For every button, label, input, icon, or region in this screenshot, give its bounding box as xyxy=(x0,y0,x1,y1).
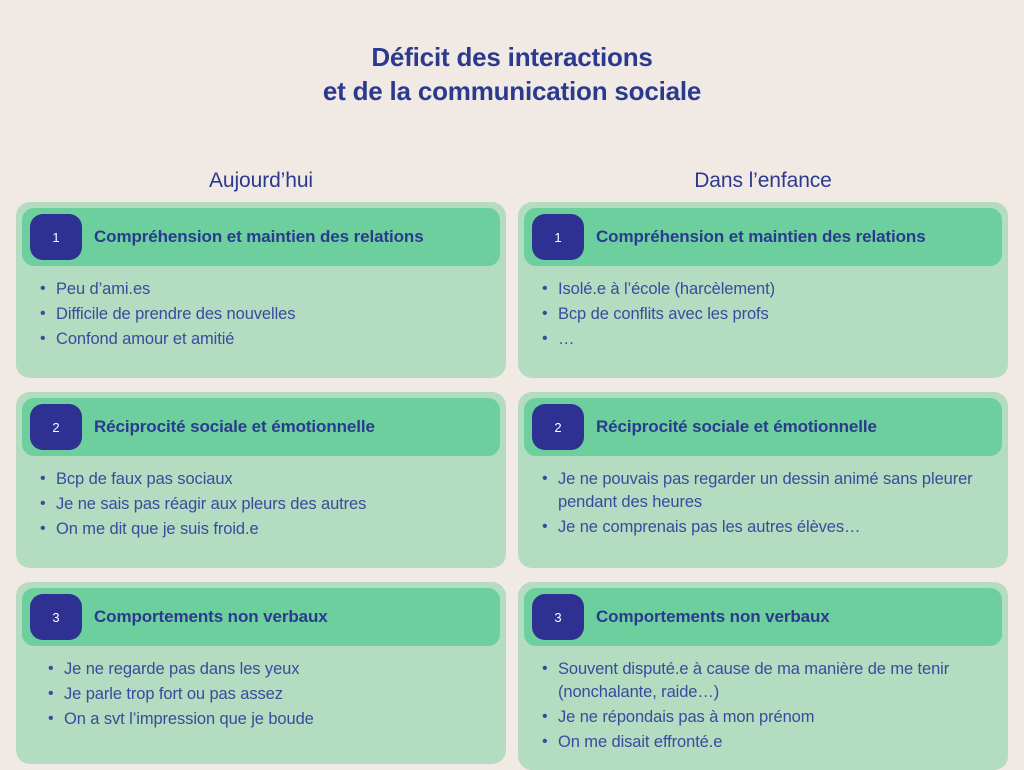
list-item: On me dit que je suis froid.e xyxy=(40,517,486,541)
card-bullet-list: Bcp de faux pas sociaux Je ne sais pas r… xyxy=(22,456,500,556)
card-number-badge: 3 xyxy=(532,594,584,640)
card-today-1: 1 Compréhension et maintien des relation… xyxy=(16,202,506,378)
card-header-band: 2 Réciprocité sociale et émotionnelle xyxy=(22,398,500,456)
column-today: Aujourd’hui 1 Compréhension et maintien … xyxy=(16,168,506,770)
card-childhood-3: 3 Comportements non verbaux Souvent disp… xyxy=(518,582,1008,770)
card-heading: Compréhension et maintien des relations xyxy=(596,226,926,248)
card-heading-line-1: Comportements non verbaux xyxy=(596,607,830,626)
card-heading: Réciprocité sociale et émotionnelle xyxy=(596,416,877,438)
page-title: Déficit des interactions et de la commun… xyxy=(0,40,1024,108)
card-number-badge: 2 xyxy=(30,404,82,450)
list-item: Je ne sais pas réagir aux pleurs des aut… xyxy=(40,492,486,516)
list-item: Peu d’ami.es xyxy=(40,277,486,301)
list-item: Isolé.e à l’école (harcèlement) xyxy=(542,277,988,301)
page-title-line-2: et de la communication sociale xyxy=(322,76,702,106)
list-item: Souvent disputé.e à cause de ma manière … xyxy=(542,657,988,704)
card-heading: Comportements non verbaux xyxy=(596,606,830,628)
list-item: Je ne pouvais pas regarder un dessin ani… xyxy=(542,467,988,514)
list-item: Je ne comprenais pas les autres élèves… xyxy=(542,515,988,539)
card-number-badge: 1 xyxy=(532,214,584,260)
card-bullet-list: Peu d’ami.es Difficile de prendre des no… xyxy=(22,266,500,366)
card-heading: Réciprocité sociale et émotionnelle xyxy=(94,416,375,438)
column-childhood: Dans l’enfance 1 Compréhension et mainti… xyxy=(518,168,1008,770)
list-item: On me disait effronté.e xyxy=(542,730,988,754)
card-heading-line-1: Compréhension et xyxy=(596,227,744,246)
card-heading-line-1: Réciprocité sociale et émotionnelle xyxy=(94,417,375,436)
card-heading-line-1: Réciprocité sociale et émotionnelle xyxy=(596,417,877,436)
column-header-childhood: Dans l’enfance xyxy=(694,169,832,192)
list-item: Bcp de conflits avec les profs xyxy=(542,302,988,326)
list-item: Bcp de faux pas sociaux xyxy=(40,467,486,491)
card-number-badge: 2 xyxy=(532,404,584,450)
card-bullet-list: Je ne pouvais pas regarder un dessin ani… xyxy=(524,456,1002,556)
list-item: Je ne répondais pas à mon prénom xyxy=(542,705,988,729)
card-number-badge: 3 xyxy=(30,594,82,640)
card-heading-line-1: Comportements non verbaux xyxy=(94,607,328,626)
card-heading: Comportements non verbaux xyxy=(94,606,328,628)
columns-container: Aujourd’hui 1 Compréhension et maintien … xyxy=(0,168,1024,770)
list-item: Confond amour et amitié xyxy=(40,327,486,351)
card-childhood-1: 1 Compréhension et maintien des relation… xyxy=(518,202,1008,378)
card-childhood-2: 2 Réciprocité sociale et émotionnelle Je… xyxy=(518,392,1008,568)
card-today-2: 2 Réciprocité sociale et émotionnelle Bc… xyxy=(16,392,506,568)
card-today-3: 3 Comportements non verbaux Je ne regard… xyxy=(16,582,506,764)
list-item: Je ne regarde pas dans les yeux xyxy=(48,657,486,681)
list-item: On a svt l’impression que je boude xyxy=(48,707,486,731)
card-header-band: 3 Comportements non verbaux xyxy=(524,588,1002,646)
list-item: … xyxy=(542,327,988,351)
card-header-band: 3 Comportements non verbaux xyxy=(22,588,500,646)
card-heading-line-2: maintien des relations xyxy=(246,227,424,246)
card-number-badge: 1 xyxy=(30,214,82,260)
card-heading-line-2: maintien des relations xyxy=(748,227,926,246)
card-header-band: 1 Compréhension et maintien des relation… xyxy=(524,208,1002,266)
column-header-today: Aujourd’hui xyxy=(209,169,313,192)
card-bullet-list: Je ne regarde pas dans les yeux Je parle… xyxy=(22,646,500,752)
card-header-band: 2 Réciprocité sociale et émotionnelle xyxy=(524,398,1002,456)
card-heading-line-1: Compréhension et xyxy=(94,227,242,246)
card-header-band: 1 Compréhension et maintien des relation… xyxy=(22,208,500,266)
card-bullet-list: Isolé.e à l’école (harcèlement) Bcp de c… xyxy=(524,266,1002,366)
list-item: Difficile de prendre des nouvelles xyxy=(40,302,486,326)
list-item: Je parle trop fort ou pas assez xyxy=(48,682,486,706)
card-bullet-list: Souvent disputé.e à cause de ma manière … xyxy=(524,646,1002,758)
card-heading: Compréhension et maintien des relations xyxy=(94,226,424,248)
page-title-line-1: Déficit des interactions xyxy=(371,42,653,72)
